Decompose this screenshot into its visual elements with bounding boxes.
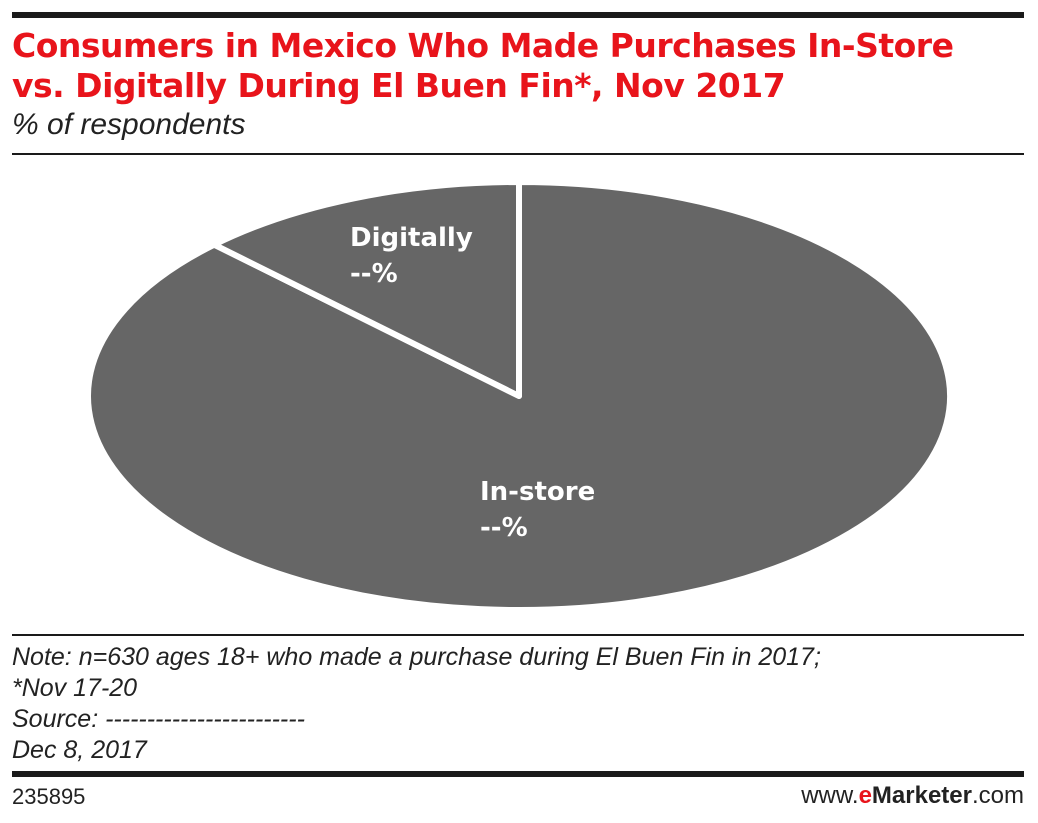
title-divider <box>12 153 1024 155</box>
date-line: Dec 8, 2017 <box>12 736 147 764</box>
pie-labels: In-store --% Digitally --% <box>350 223 595 543</box>
slice-value-digitally: --% <box>350 259 398 289</box>
chart-notes: Note: n=630 ages 18+ who made a purchase… <box>12 642 1024 766</box>
brand-suffix: .com <box>971 782 1024 809</box>
note-footnote: *Nov 17-20 <box>12 674 138 702</box>
pie-slices <box>85 179 953 613</box>
notes-divider <box>12 634 1024 636</box>
chart-subtitle: % of respondents <box>12 108 246 141</box>
chart-id: 235895 <box>12 784 86 809</box>
brand-main: Marketer <box>871 782 972 809</box>
chart-title: Consumers in Mexico Who Made Purchases I… <box>12 26 1024 106</box>
pie-chart: In-store --% Digitally --% <box>85 179 953 613</box>
brand-e: e <box>858 782 872 809</box>
note-line: Note: n=630 ages 18+ who made a purchase… <box>12 643 821 671</box>
slice-label-in-store: In-store <box>480 477 595 507</box>
top-rule <box>12 12 1024 18</box>
bottom-rule <box>12 771 1024 777</box>
slice-value-in-store: --% <box>480 513 528 543</box>
source-line: Source: ------------------------ <box>12 705 305 733</box>
chart-title-line1: Consumers in Mexico Who Made Purchases I… <box>12 26 954 65</box>
chart-title-line2: vs. Digitally During El Buen Fin*, Nov 2… <box>12 66 786 105</box>
slice-label-digitally: Digitally <box>350 223 473 253</box>
pie-slice-digitally <box>211 179 522 399</box>
brand-prefix: www. <box>801 782 859 809</box>
brand-link[interactable]: www.eMarketer.com <box>801 782 1024 810</box>
